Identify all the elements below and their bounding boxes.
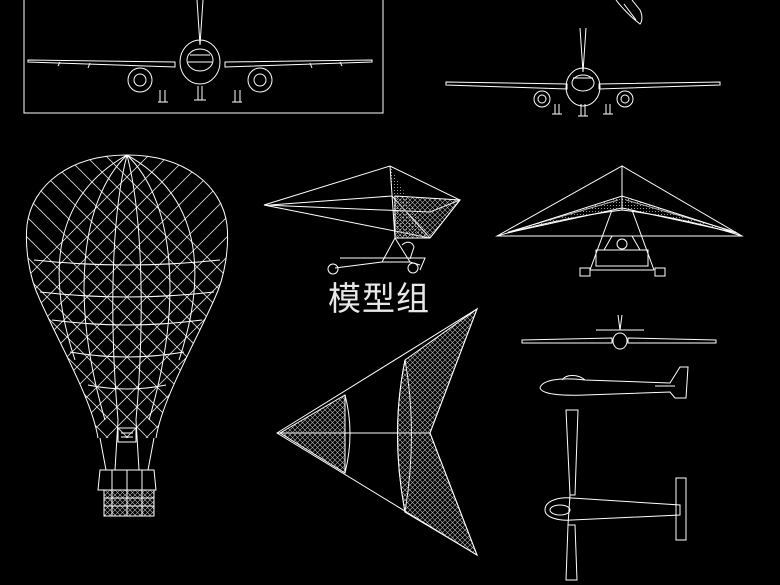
hot-air-balloon — [0, 150, 434, 516]
drawing-title-label: 模型组 — [328, 279, 430, 318]
glider-top-view — [545, 410, 686, 580]
hang-glider-side-view — [264, 166, 460, 274]
airliner-front-view — [446, 28, 720, 116]
drawing-frame — [24, 0, 383, 113]
hang-glider-wing-plan-view — [277, 309, 477, 555]
airliner-front-view-framed — [24, 0, 383, 113]
glider-front-view — [522, 315, 716, 349]
glider-nose-partial — [616, 0, 642, 24]
hang-glider-front-view — [497, 166, 742, 276]
glider-side-view — [540, 367, 688, 398]
